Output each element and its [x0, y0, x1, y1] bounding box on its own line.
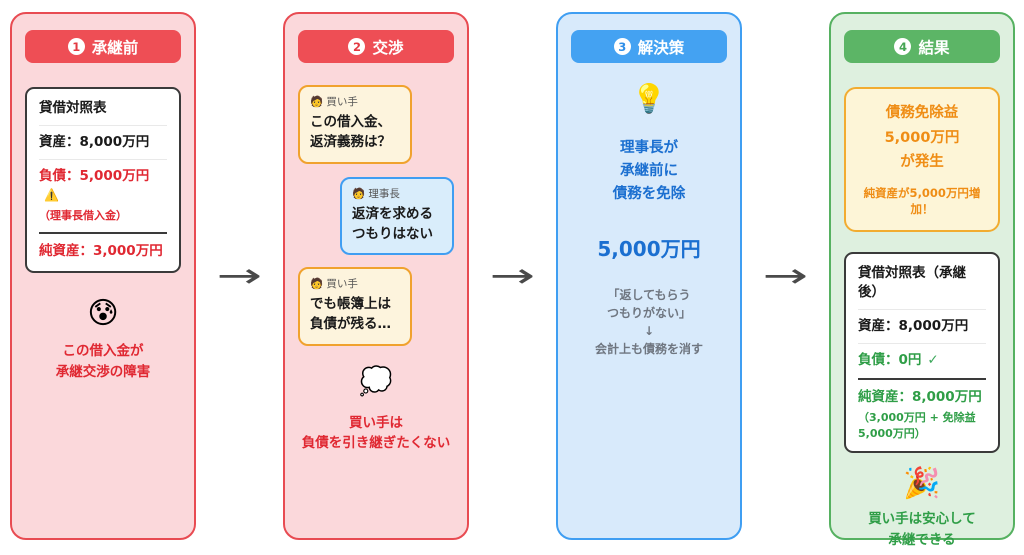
- step4-caption: 買い手は安心して 承継できる: [868, 509, 976, 551]
- net-assets-note: （3,000万円 + 免除益 5,000万円）: [858, 410, 986, 441]
- caption-line: 承継交渉の障害: [55, 363, 151, 380]
- caption-line: 負債を引き継ぎたくない: [301, 435, 451, 452]
- note-line: つもりがない」: [606, 305, 691, 320]
- caption-line: 買い手は安心して: [868, 511, 976, 528]
- step4-header: 4 結果: [844, 30, 1000, 63]
- statement-line: 理事長が: [620, 140, 678, 156]
- liabilities-row: 負債：0円 ✓: [858, 351, 986, 370]
- forgiven-amount: 5,000万円: [597, 236, 701, 261]
- balance-sheet-title: 貸借対照表: [39, 100, 107, 116]
- speech-bubble-director: 🧑 理事長 返済を求める つもりはない: [340, 176, 454, 255]
- speech-bubble-buyer-1: 🧑 買い手 この借入金、 返済義務は？: [298, 85, 412, 164]
- party-popper-emoji: 🎉: [903, 466, 941, 502]
- gain-line: 5,000万円: [884, 129, 960, 146]
- arrow-cell-1: →: [196, 12, 283, 540]
- caption-line: 承継できる: [888, 532, 956, 549]
- person-icon: 🧑: [310, 278, 324, 290]
- panel-step1-before: 1 承継前 貸借対照表 資産：8,000万円 負債：5,000万円 ⚠️ （理事長…: [10, 12, 196, 540]
- bubble-text: この借入金、 返済義務は？: [310, 112, 400, 153]
- step1-title: 承継前: [91, 38, 139, 57]
- caption-line: この借入金が: [62, 342, 144, 359]
- divider: [858, 378, 986, 381]
- gain-line: 債務免除益: [885, 105, 959, 121]
- gain-lines: 債務免除益 5,000万円 が発生: [854, 101, 990, 175]
- right-arrow-icon: →: [762, 256, 809, 296]
- bubble-line: 返済義務は？: [310, 134, 391, 151]
- warning-icon: ⚠️: [44, 187, 59, 202]
- divider: [39, 231, 167, 234]
- step1-number-badge: 1: [67, 38, 85, 55]
- step2-title: 交渉: [372, 38, 404, 57]
- statement-line: 債務を免除: [612, 186, 686, 203]
- bubble-text: 返済を求める つもりはない: [352, 204, 442, 245]
- arrow-cell-2: →: [469, 12, 556, 540]
- net-note-line: （3,000万円 + 免除益: [858, 411, 976, 425]
- liabilities-note: （理事長借入金）: [39, 208, 127, 222]
- panel-step3-solution: 3 解決策 💡 理事長が 承継前に 債務を免除 5,000万円 「返してもらう …: [556, 12, 742, 540]
- bubble-line: つもりはない: [352, 225, 433, 242]
- speaker-label: 🧑 買い手: [310, 276, 400, 291]
- net-assets-row: 純資産：3,000万円: [39, 242, 163, 259]
- balance-sheet-title: 貸借対照表（承継後）: [858, 264, 966, 300]
- bubble-line: 返済を求める: [352, 205, 433, 222]
- speaker-label: 🧑 理事長: [352, 186, 442, 201]
- gain-line: が発生: [900, 154, 944, 171]
- right-arrow-icon: →: [216, 256, 263, 296]
- balance-sheet-card-before: 貸借対照表 資産：8,000万円 負債：5,000万円 ⚠️ （理事長借入金） 純…: [25, 87, 181, 273]
- right-arrow-icon: →: [489, 256, 536, 296]
- person-icon: 🧑: [310, 96, 324, 108]
- down-arrow-icon: ↓: [643, 323, 655, 338]
- speaker-name: 買い手: [326, 96, 358, 108]
- divider: [39, 158, 167, 160]
- liabilities-value: 負債：0円: [858, 351, 922, 368]
- step4-title: 結果: [918, 38, 950, 57]
- panel-step4-result: 4 結果 債務免除益 5,000万円 が発生 純資産が5,000万円増加！ 貸借…: [829, 12, 1015, 548]
- speaker-label: 🧑 買い手: [310, 94, 400, 109]
- panel-step2-negotiation: 2 交渉 🧑 買い手 この借入金、 返済義務は？ 🧑 理事長 返済を求める つも…: [283, 12, 469, 540]
- step2-caption: 買い手は 負債を引き継ぎたくない: [302, 413, 451, 455]
- net-note-line: 5,000万円）: [858, 426, 926, 440]
- anxious-face-emoji: 😰: [87, 295, 119, 331]
- solution-note: 「返してもらう つもりがない」 ↓ 会計上も債務を消す: [595, 286, 703, 358]
- speaker-name: 買い手: [326, 278, 358, 290]
- gain-highlight-card: 債務免除益 5,000万円 が発生 純資産が5,000万円増加！: [844, 87, 1000, 232]
- assets-row: 資産：8,000万円: [39, 133, 150, 150]
- thought-balloon-emoji: 💭: [359, 365, 393, 397]
- note-line: 「返してもらう: [607, 287, 691, 302]
- step2-header: 2 交渉: [298, 30, 454, 63]
- step2-number-badge: 2: [348, 38, 366, 55]
- speaker-name: 理事長: [368, 187, 400, 200]
- step3-title: 解決策: [637, 38, 685, 57]
- bubble-line: この借入金、: [310, 114, 391, 130]
- solution-statement: 理事長が 承継前に 債務を免除: [613, 137, 686, 207]
- bubble-line: 負債が残る…: [310, 316, 391, 333]
- person-icon: 🧑: [352, 187, 366, 200]
- note-line: 会計上も債務を消す: [594, 341, 703, 356]
- step4-number-badge: 4: [894, 38, 912, 55]
- divider: [858, 342, 986, 344]
- step3-number-badge: 3: [613, 38, 631, 55]
- net-assets-row: 純資産：8,000万円: [858, 389, 982, 406]
- light-bulb-emoji: 💡: [631, 82, 667, 115]
- assets-row: 資産：8,000万円: [858, 317, 969, 334]
- bubble-text: でも帳簿上は 負債が残る…: [310, 294, 400, 335]
- caption-line: 買い手は: [349, 414, 403, 431]
- balance-sheet-card-after: 貸借対照表（承継後） 資産：8,000万円 負債：0円 ✓ 純資産：8,000万円…: [844, 251, 1000, 454]
- bubble-line: でも帳簿上は: [310, 296, 391, 312]
- statement-line: 承継前に: [620, 163, 678, 180]
- divider: [39, 124, 167, 126]
- speech-bubble-buyer-2: 🧑 買い手 でも帳簿上は 負債が残る…: [298, 267, 412, 346]
- step3-header: 3 解決策: [571, 30, 727, 63]
- check-icon: ✓: [927, 351, 939, 368]
- step1-caption: この借入金が 承継交渉の障害: [56, 341, 151, 383]
- liabilities-value: 負債：5,000万円: [39, 167, 150, 184]
- liabilities-row: 負債：5,000万円 ⚠️: [39, 167, 167, 205]
- step1-header: 1 承継前: [25, 30, 181, 63]
- arrow-cell-3: →: [742, 12, 829, 540]
- gain-subtext: 純資産が5,000万円増加！: [863, 185, 981, 216]
- divider: [858, 308, 986, 310]
